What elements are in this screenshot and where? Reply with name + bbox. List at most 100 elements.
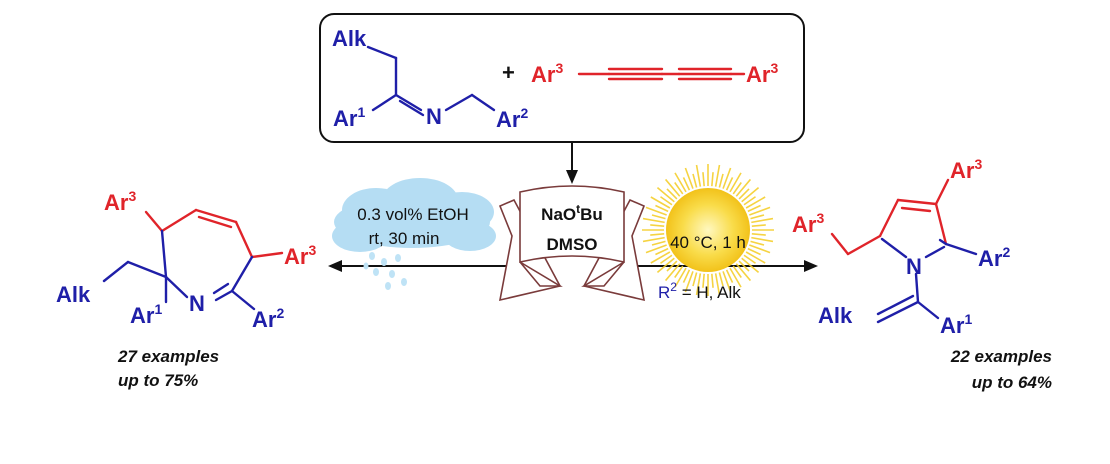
reagent-base: NaOtBu [541,202,603,224]
sun-ray [674,172,687,193]
azepine-n-label: N [189,291,205,316]
sun-ray [738,260,750,272]
pyrrole-structure [830,178,978,324]
sun-ray [743,254,756,264]
right-condition-line1: 40 °C, 1 h [670,233,746,252]
rain-drops-icon [363,252,407,290]
sun-ray [702,273,705,288]
sun-ray [684,271,694,293]
left-yield: up to 75% [118,371,198,390]
left-examples-count: 27 examples [117,347,219,366]
sun-ray [656,257,675,274]
sun-ray [682,269,691,283]
sun-ray [718,272,724,287]
sun-ray [732,182,742,195]
sun-ray [750,214,765,220]
sun-ray [718,173,724,188]
sun-ray [711,273,714,288]
sun-ray [714,164,721,187]
cloud-icon [332,178,496,252]
sun-ray [714,273,721,296]
sun-ray [655,204,669,213]
sun-ray [684,167,694,189]
left-arrow-icon [328,260,510,272]
pyrrole-ar3-left-label: Ar3 [792,210,824,237]
sun-ray [642,236,665,243]
sun-ray [741,186,760,203]
sun-ray [747,247,761,256]
azepine-alk-label: Alk [56,282,91,307]
reagent-banner [498,185,646,302]
pyrrole-n-label: N [906,254,922,279]
sun-ray [751,236,774,243]
sun-ray [750,240,765,246]
right-condition-r2: R2 = H, Alk [658,280,741,302]
sun-ray [745,251,766,264]
pyrrole-ar2-label: Ar2 [978,244,1010,271]
sun-ray [735,178,752,197]
pyrrole-ar1-label: Ar1 [940,311,972,338]
sun-ray [751,217,774,224]
sun-icon [642,164,774,296]
sun-ray [660,254,673,264]
sun-ray [642,217,665,224]
sun-ray [651,240,666,246]
diyne-structure [577,67,746,81]
sun-ray [666,188,678,200]
pyrrole-ar3-top-label: Ar3 [950,156,982,183]
imine-structure [366,45,496,117]
diyne-ar3-left-label: Ar3 [531,60,563,87]
sun-ray [660,196,673,206]
down-arrow-icon [566,142,578,184]
sun-ray [664,178,681,197]
sun-ray [674,265,684,278]
left-condition-line1: 0.3 vol% EtOH [357,205,469,224]
sun-ray [682,177,691,191]
azepine-ar1-label: Ar1 [130,301,162,328]
reactant-box [319,13,805,143]
right-yield: up to 64% [972,373,1052,392]
sun-ray [645,206,667,216]
sun-ray [751,224,766,227]
azepine-ar2-label: Ar2 [252,305,284,332]
right-examples-count: 22 examples [950,347,1052,366]
imine-alk-label: Alk [332,26,367,51]
sun-ray [745,196,766,209]
sun-ray [722,271,732,293]
sun-ray [666,260,678,272]
sun-ray [650,251,671,264]
diyne-ar3-right-label: Ar3 [746,60,778,87]
pyrrole-alk-label: Alk [818,303,853,328]
sun-ray [732,265,742,278]
azepine-ar3-right-label: Ar3 [284,242,316,269]
sun-ray [656,186,675,203]
sun-ray [738,188,750,200]
imine-ar1-label: Ar1 [333,104,365,131]
reagent-solvent: DMSO [547,235,598,254]
sun-ray [751,233,766,236]
left-condition-line2: rt, 30 min [369,229,440,248]
sun-ray [650,224,665,227]
azepine-structure [102,208,284,311]
sun-ray [749,244,771,254]
sun-ray [725,269,734,283]
sun-ray [695,273,702,296]
sun-ray [655,247,669,256]
plus-sign: + [502,60,515,85]
sun-ray [735,263,752,282]
sun-ray [725,177,734,191]
sun-ray [702,172,705,187]
sun-ray [729,267,742,288]
sun-ray [645,244,667,254]
sun-ray [674,182,684,195]
sun-ray [743,196,756,206]
sun-ray [695,164,702,187]
sun-ray [749,206,771,216]
imine-ar2-label: Ar2 [496,105,528,132]
sun-ray [650,196,671,209]
sun-ray [741,257,760,274]
sun-ray [674,267,687,288]
sun-ray [664,263,681,282]
sun-ray [692,173,698,188]
sun-ray [711,172,714,187]
